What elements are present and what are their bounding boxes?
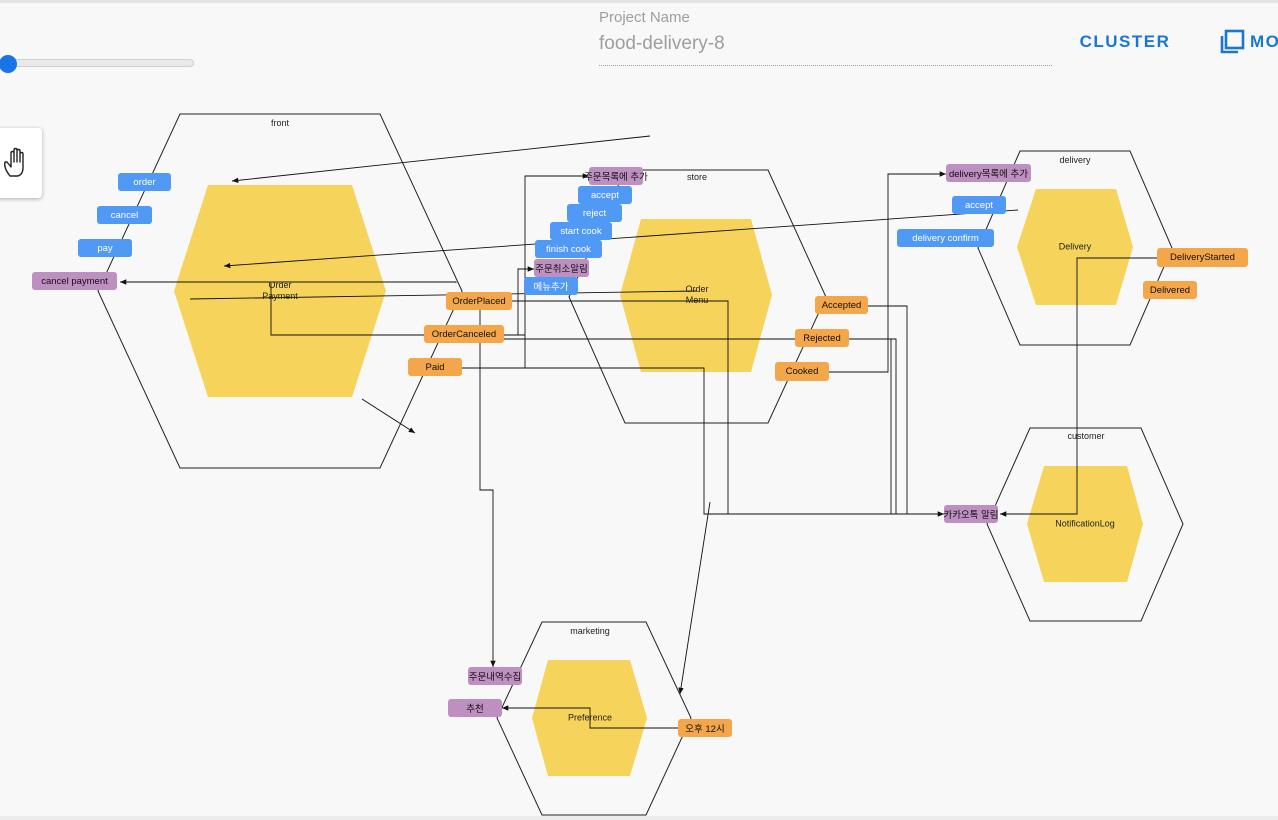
front-aggregate-line2: Payment [262, 291, 298, 301]
order-canceled-event[interactable]: OrderCanceled [424, 325, 504, 343]
front-aggregate-line1: Order [268, 280, 292, 290]
marketing-aggregate-hexagon[interactable] [532, 660, 647, 776]
customer-context-hexagon[interactable] [986, 427, 1184, 622]
delivery-started-event[interactable]: DeliveryStarted [1157, 248, 1248, 267]
customer-aggregate-label: NotificationLog [1055, 518, 1115, 529]
connector-line[interactable] [231, 135, 651, 184]
rejected-event[interactable]: Rejected [795, 329, 849, 347]
store-context-title: store [686, 172, 708, 182]
mode-button[interactable]: MO [1218, 24, 1278, 60]
cooked-event[interactable]: Cooked [775, 362, 829, 381]
connector-line[interactable] [120, 279, 457, 285]
collect-order-history-policy[interactable]: 주문내역수집 [468, 667, 522, 685]
add-menu-command[interactable]: 메뉴추가 [524, 277, 578, 295]
accept-command[interactable]: accept [578, 186, 632, 204]
delivered-event[interactable]: Delivered [1143, 281, 1197, 299]
recommend-policy[interactable]: 추천 [448, 699, 502, 717]
connector-line[interactable] [502, 367, 940, 515]
finish-cook-command[interactable]: finish cook [535, 240, 602, 258]
store-aggregate-line1: Order [685, 284, 709, 294]
connector-line[interactable] [361, 398, 416, 434]
store-aggregate-line2: Menu [685, 295, 709, 305]
marketing-context-title: marketing [570, 626, 610, 636]
connector-line[interactable] [479, 301, 496, 667]
copy-icon [1220, 29, 1245, 54]
cluster-button[interactable]: CLUSTER [1079, 32, 1171, 51]
mode-button-label: MO [1250, 32, 1278, 51]
connector-line[interactable] [270, 283, 525, 336]
cancel-notification-policy[interactable]: 주문취소알림 [534, 259, 589, 277]
store-aggregate-label: Order Menu [685, 284, 708, 306]
delivery-confirm-command[interactable]: delivery confirm [897, 229, 994, 247]
customer-aggregate-hexagon[interactable] [1027, 466, 1143, 582]
cancel-command[interactable]: cancel [97, 206, 152, 224]
noon-timer-event[interactable]: 오후 12시 [678, 719, 732, 737]
connector-line[interactable] [1000, 257, 1158, 517]
connector-line[interactable] [223, 209, 1019, 269]
connector-line[interactable] [502, 705, 680, 729]
delivery-add-list-policy[interactable]: delivery목록에 추가 [946, 164, 1031, 182]
front-context-title: front [270, 118, 290, 128]
delivery-aggregate-hexagon[interactable] [1017, 189, 1133, 305]
connector-line[interactable] [849, 338, 897, 514]
connector-line[interactable] [868, 305, 908, 514]
delivery-context-title: delivery [1059, 155, 1091, 165]
accepted-event[interactable]: Accepted [815, 296, 868, 314]
order-placed-event[interactable]: OrderPlaced [446, 292, 512, 310]
project-name-label: Project Name [599, 9, 690, 26]
project-name-underline [599, 65, 1052, 66]
cancel-payment-policy[interactable]: cancel payment [32, 272, 117, 290]
pay-command[interactable]: pay [78, 239, 132, 257]
delivery-accept-command[interactable]: accept [952, 196, 1006, 214]
connector-line[interactable] [189, 290, 698, 300]
connector-line[interactable] [678, 501, 711, 695]
customer-context-title: customer [1067, 431, 1105, 441]
store-add-order-list-policy[interactable]: 주문목록에 추가 [584, 167, 648, 185]
project-name-input[interactable]: food-delivery-8 [599, 33, 725, 54]
paid-event[interactable]: Paid [408, 358, 462, 376]
marketing-aggregate-label: Preference [567, 712, 613, 723]
zoom-slider-thumb[interactable] [0, 55, 17, 73]
order-command[interactable]: order [118, 173, 171, 191]
front-aggregate-hexagon[interactable] [174, 185, 386, 397]
connector-line[interactable] [829, 171, 946, 373]
store-aggregate-hexagon[interactable] [620, 219, 772, 372]
hand-icon [4, 147, 24, 177]
marketing-context-hexagon[interactable] [496, 621, 692, 816]
front-aggregate-label: Order Payment [262, 280, 298, 302]
top-border [0, 0, 1278, 3]
front-context-hexagon[interactable] [97, 113, 463, 469]
connector-line[interactable] [462, 173, 589, 369]
delivery-aggregate-label: Delivery [1058, 241, 1092, 252]
connector-line[interactable] [517, 266, 534, 335]
kakao-notification-policy[interactable]: 카카오톡 알림 [943, 505, 999, 523]
connector-line[interactable] [512, 300, 944, 517]
start-cook-command[interactable]: start cook [550, 222, 612, 240]
hand-tool-button[interactable] [0, 128, 42, 198]
bottom-border [0, 816, 1278, 820]
reject-command[interactable]: reject [567, 204, 622, 222]
